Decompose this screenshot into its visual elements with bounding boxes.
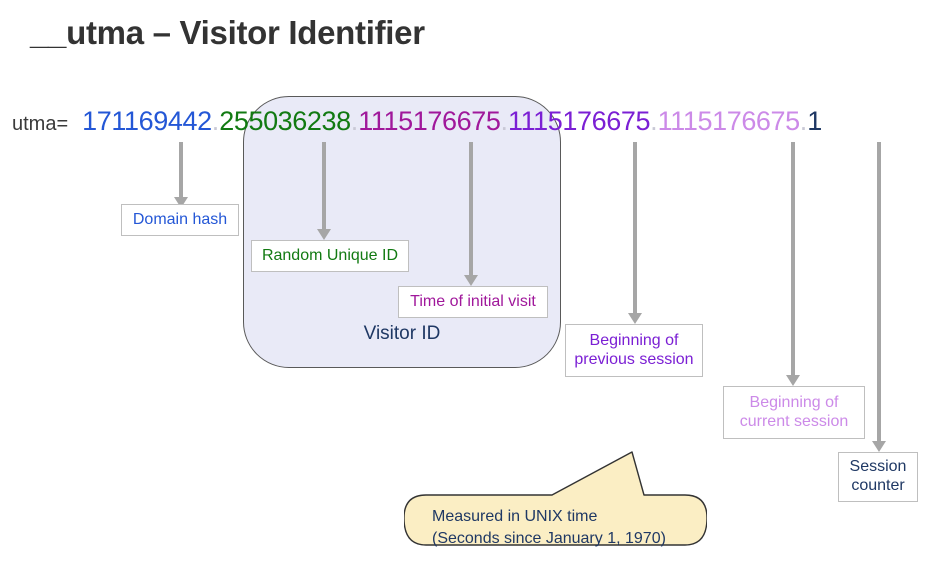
visitor-id-group-box: Visitor ID xyxy=(243,96,561,368)
cookie-value-line: utma=171169442.255036238.1115176675.1115… xyxy=(12,108,822,135)
beginning-previous-session-line-1: Beginning of xyxy=(589,331,679,349)
cookie-separator-4: . xyxy=(799,106,808,136)
beginning-current-session-line-2: current session xyxy=(739,412,849,430)
random-unique-id-callout: Random Unique ID xyxy=(251,240,409,272)
cookie-separator-3: . xyxy=(650,106,658,136)
cookie-segment-time-of-initial-visit: 1115176675 xyxy=(358,106,501,136)
unix-time-line-2: (Seconds since January 1, 1970) xyxy=(432,529,666,547)
cookie-segment-domain-hash: 171169442 xyxy=(82,106,212,136)
beginning-previous-session-line-2: previous session xyxy=(574,350,694,368)
unix-time-callout-text: Measured in UNIX time (Seconds since Jan… xyxy=(432,506,666,549)
session-counter-callout: Session counter xyxy=(838,452,918,502)
random-unique-id-callout-label: Random Unique ID xyxy=(261,246,399,264)
domain-hash-callout-label: Domain hash xyxy=(132,210,228,228)
arrow-to-beginning-current-session xyxy=(786,142,800,386)
arrow-to-domain-hash xyxy=(174,142,188,208)
cookie-segment-random-unique-id: 255036238 xyxy=(219,106,351,136)
domain-hash-callout: Domain hash xyxy=(121,204,239,236)
beginning-current-session-callout: Beginning of current session xyxy=(723,386,865,439)
cookie-separator-0: . xyxy=(211,106,220,136)
callout-balloon-shape xyxy=(404,451,707,546)
session-counter-line-2: counter xyxy=(851,477,905,494)
cookie-segment-session-counter: 1 xyxy=(807,106,822,136)
beginning-previous-session-callout: Beginning of previous session xyxy=(565,324,703,377)
cookie-segment-beginning-previous-session: 1115176675 xyxy=(507,106,651,136)
time-of-initial-visit-callout: Time of initial visit xyxy=(398,286,548,318)
cookie-name-label: utma= xyxy=(12,113,69,135)
unix-time-callout: Measured in UNIX time (Seconds since Jan… xyxy=(404,450,707,562)
visitor-id-group-label: Visitor ID xyxy=(363,323,441,344)
beginning-current-session-line-1: Beginning of xyxy=(749,393,839,411)
cookie-segment-beginning-current-session: 1115176675 xyxy=(657,106,801,136)
page-title: __utma – Visitor Identifier xyxy=(30,14,425,51)
arrow-to-beginning-previous-session xyxy=(628,142,642,324)
time-of-initial-visit-callout-label: Time of initial visit xyxy=(410,292,536,310)
arrow-to-random-unique-id xyxy=(317,142,331,240)
arrow-to-session-counter xyxy=(872,142,886,452)
cookie-separator-2: . xyxy=(500,106,508,136)
session-counter-line-1: Session xyxy=(849,458,907,476)
cookie-separator-1: . xyxy=(350,106,359,136)
arrow-to-time-of-initial-visit xyxy=(464,142,478,286)
unix-time-line-1: Measured in UNIX time xyxy=(432,508,598,525)
